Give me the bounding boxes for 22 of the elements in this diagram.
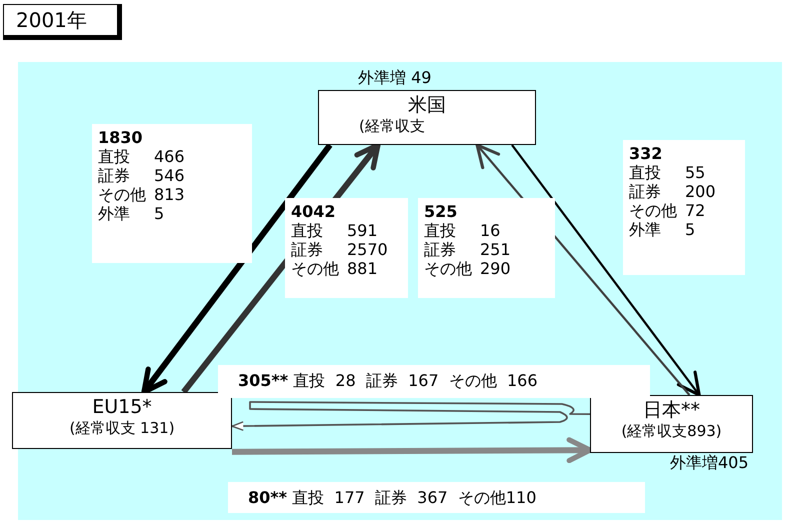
node-title: 日本** xyxy=(642,399,701,421)
country-box xyxy=(590,395,753,453)
node-title: EU15* xyxy=(91,396,153,418)
country-box xyxy=(318,90,536,145)
node-title: 米国 xyxy=(407,94,447,116)
arrow xyxy=(232,437,593,464)
reserve-note: 外準増405 xyxy=(670,453,749,473)
flow-label: 332 直投 55 証券 200 その他 72 外準 5 xyxy=(623,140,745,275)
flow-label: 1830 直投 466 証券 546 その他 813 外準 5 xyxy=(92,124,252,263)
region-box xyxy=(12,392,232,449)
flow-label: 305** 直投 28 証券 167 その他 166 xyxy=(218,365,650,398)
node-note: (経常収支 xyxy=(358,116,426,136)
node-note: (経常収支 131) xyxy=(68,418,176,438)
node-note: (経常収支893) xyxy=(620,421,723,441)
flow-label: 525 直投 16 証券 251 その他 290 xyxy=(418,198,555,298)
arrow xyxy=(511,144,701,397)
year-label: 2001年 xyxy=(3,4,122,40)
u-turn-arrow xyxy=(231,401,590,431)
arrow xyxy=(141,143,332,395)
reserve-note: 外準増 49 xyxy=(358,68,432,88)
flow-label: 80** 直投 177 証券 367 その他110 xyxy=(228,482,645,513)
flow-label: 4042 直投 591 証券 2570 その他 881 xyxy=(285,198,408,298)
